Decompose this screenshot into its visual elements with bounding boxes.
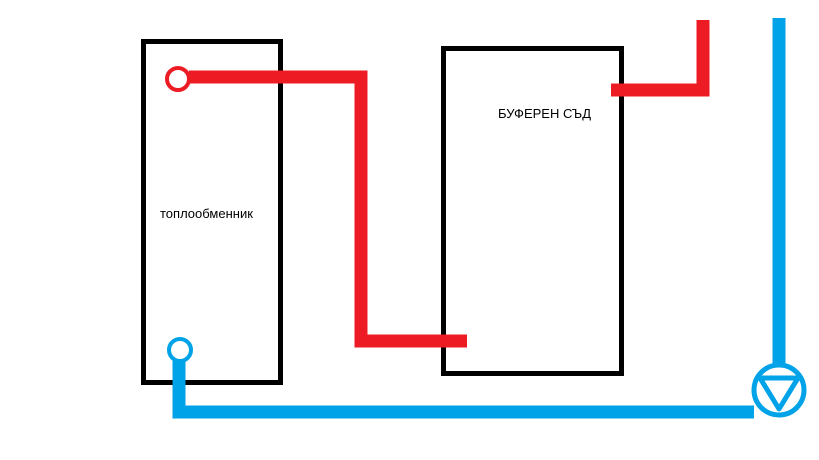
heat-exchanger-box bbox=[141, 39, 283, 385]
hot-outlet-port bbox=[165, 66, 191, 92]
circulation-pump-icon bbox=[751, 362, 807, 418]
hot-outlet-pipe bbox=[611, 20, 710, 97]
buffer-tank-box bbox=[441, 46, 624, 376]
hot-supply-pipe bbox=[189, 70, 467, 348]
heat-exchanger-label: топлообменник bbox=[160, 206, 253, 221]
buffer-tank-label: БУФЕРЕН СЪД bbox=[498, 106, 591, 121]
cold-inlet-port bbox=[167, 337, 193, 363]
cold-return-bottom-pipe bbox=[172, 356, 754, 419]
